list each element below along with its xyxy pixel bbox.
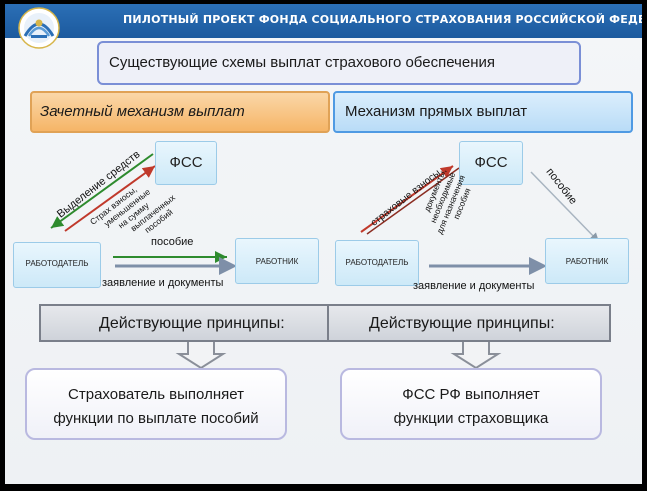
right-application-label: заявление и документы bbox=[413, 280, 535, 292]
right-fss-label: ФСС bbox=[474, 154, 508, 171]
left-fss-node: ФСС bbox=[155, 141, 217, 185]
flow-arrows bbox=[50, 153, 600, 370]
offset-mechanism-title: Зачетный механизм выплат bbox=[40, 103, 245, 120]
right-result-line: ФСС РФ выполняет bbox=[402, 386, 540, 403]
left-benefit-label: пособие bbox=[151, 236, 194, 248]
fss-logo-icon bbox=[18, 7, 60, 49]
left-fss-label: ФСС bbox=[169, 154, 203, 171]
left-employer-label: РАБОТОДАТЕЛЬ bbox=[25, 259, 89, 268]
left-result-box: Страхователь выполняет функции по выплат… bbox=[25, 368, 287, 440]
right-principle-label: Действующие принципы: bbox=[369, 315, 555, 332]
banner-title: ПИЛОТНЫЙ ПРОЕКТ ФОНДА СОЦИАЛЬНОГО СТРАХО… bbox=[123, 13, 642, 26]
scheme-title: Существующие схемы выплат страхового обе… bbox=[109, 54, 495, 71]
right-contributions-arrow-shadow bbox=[366, 167, 460, 235]
right-employer-label: РАБОТОДАТЕЛЬ bbox=[345, 258, 409, 267]
right-contributions-arrow bbox=[360, 165, 454, 233]
left-worker-label: РАБОТНИК bbox=[255, 257, 299, 266]
left-down-arrow bbox=[175, 339, 227, 370]
left-employer-node: РАБОТОДАТЕЛЬ bbox=[13, 242, 101, 288]
slide: ПИЛОТНЫЙ ПРОЕКТ ФОНДА СОЦИАЛЬНОГО СТРАХО… bbox=[5, 4, 642, 484]
right-down-arrow bbox=[450, 339, 502, 370]
direct-payment-title: Механизм прямых выплат bbox=[345, 103, 528, 120]
left-contributions-arrow bbox=[64, 165, 156, 232]
right-worker-node: РАБОТНИК bbox=[545, 238, 629, 284]
top-banner: ПИЛОТНЫЙ ПРОЕКТ ФОНДА СОЦИАЛЬНОГО СТРАХО… bbox=[5, 4, 642, 38]
right-worker-label: РАБОТНИК bbox=[565, 257, 609, 266]
left-principle-label: Действующие принципы: bbox=[99, 315, 285, 332]
principles-divider bbox=[327, 306, 329, 340]
left-result-text: Страхователь выполняет функции по выплат… bbox=[27, 383, 285, 431]
scheme-title-box: Существующие схемы выплат страхового обе… bbox=[97, 41, 581, 85]
left-application-label: заявление и документы bbox=[102, 277, 224, 289]
right-result-box: ФСС РФ выполняет функции страховщика bbox=[340, 368, 602, 440]
right-result-text: ФСС РФ выполняет функции страховщика bbox=[342, 383, 600, 431]
principles-bar: Действующие принципы: Действующие принци… bbox=[39, 304, 611, 342]
direct-payment-box: Механизм прямых выплат bbox=[333, 91, 633, 133]
right-employer-node: РАБОТОДАТЕЛЬ bbox=[335, 240, 419, 286]
left-result-line: Страхователь выполняет bbox=[68, 386, 244, 403]
left-result-line: функции по выплате пособий bbox=[53, 410, 259, 427]
right-fss-node: ФСС bbox=[459, 141, 523, 185]
left-worker-node: РАБОТНИК bbox=[235, 238, 319, 284]
left-allocation-arrow bbox=[50, 153, 154, 229]
offset-mechanism-box: Зачетный механизм выплат bbox=[30, 91, 330, 133]
right-result-line: функции страховщика bbox=[393, 410, 549, 427]
right-benefit-arrow bbox=[530, 171, 600, 243]
